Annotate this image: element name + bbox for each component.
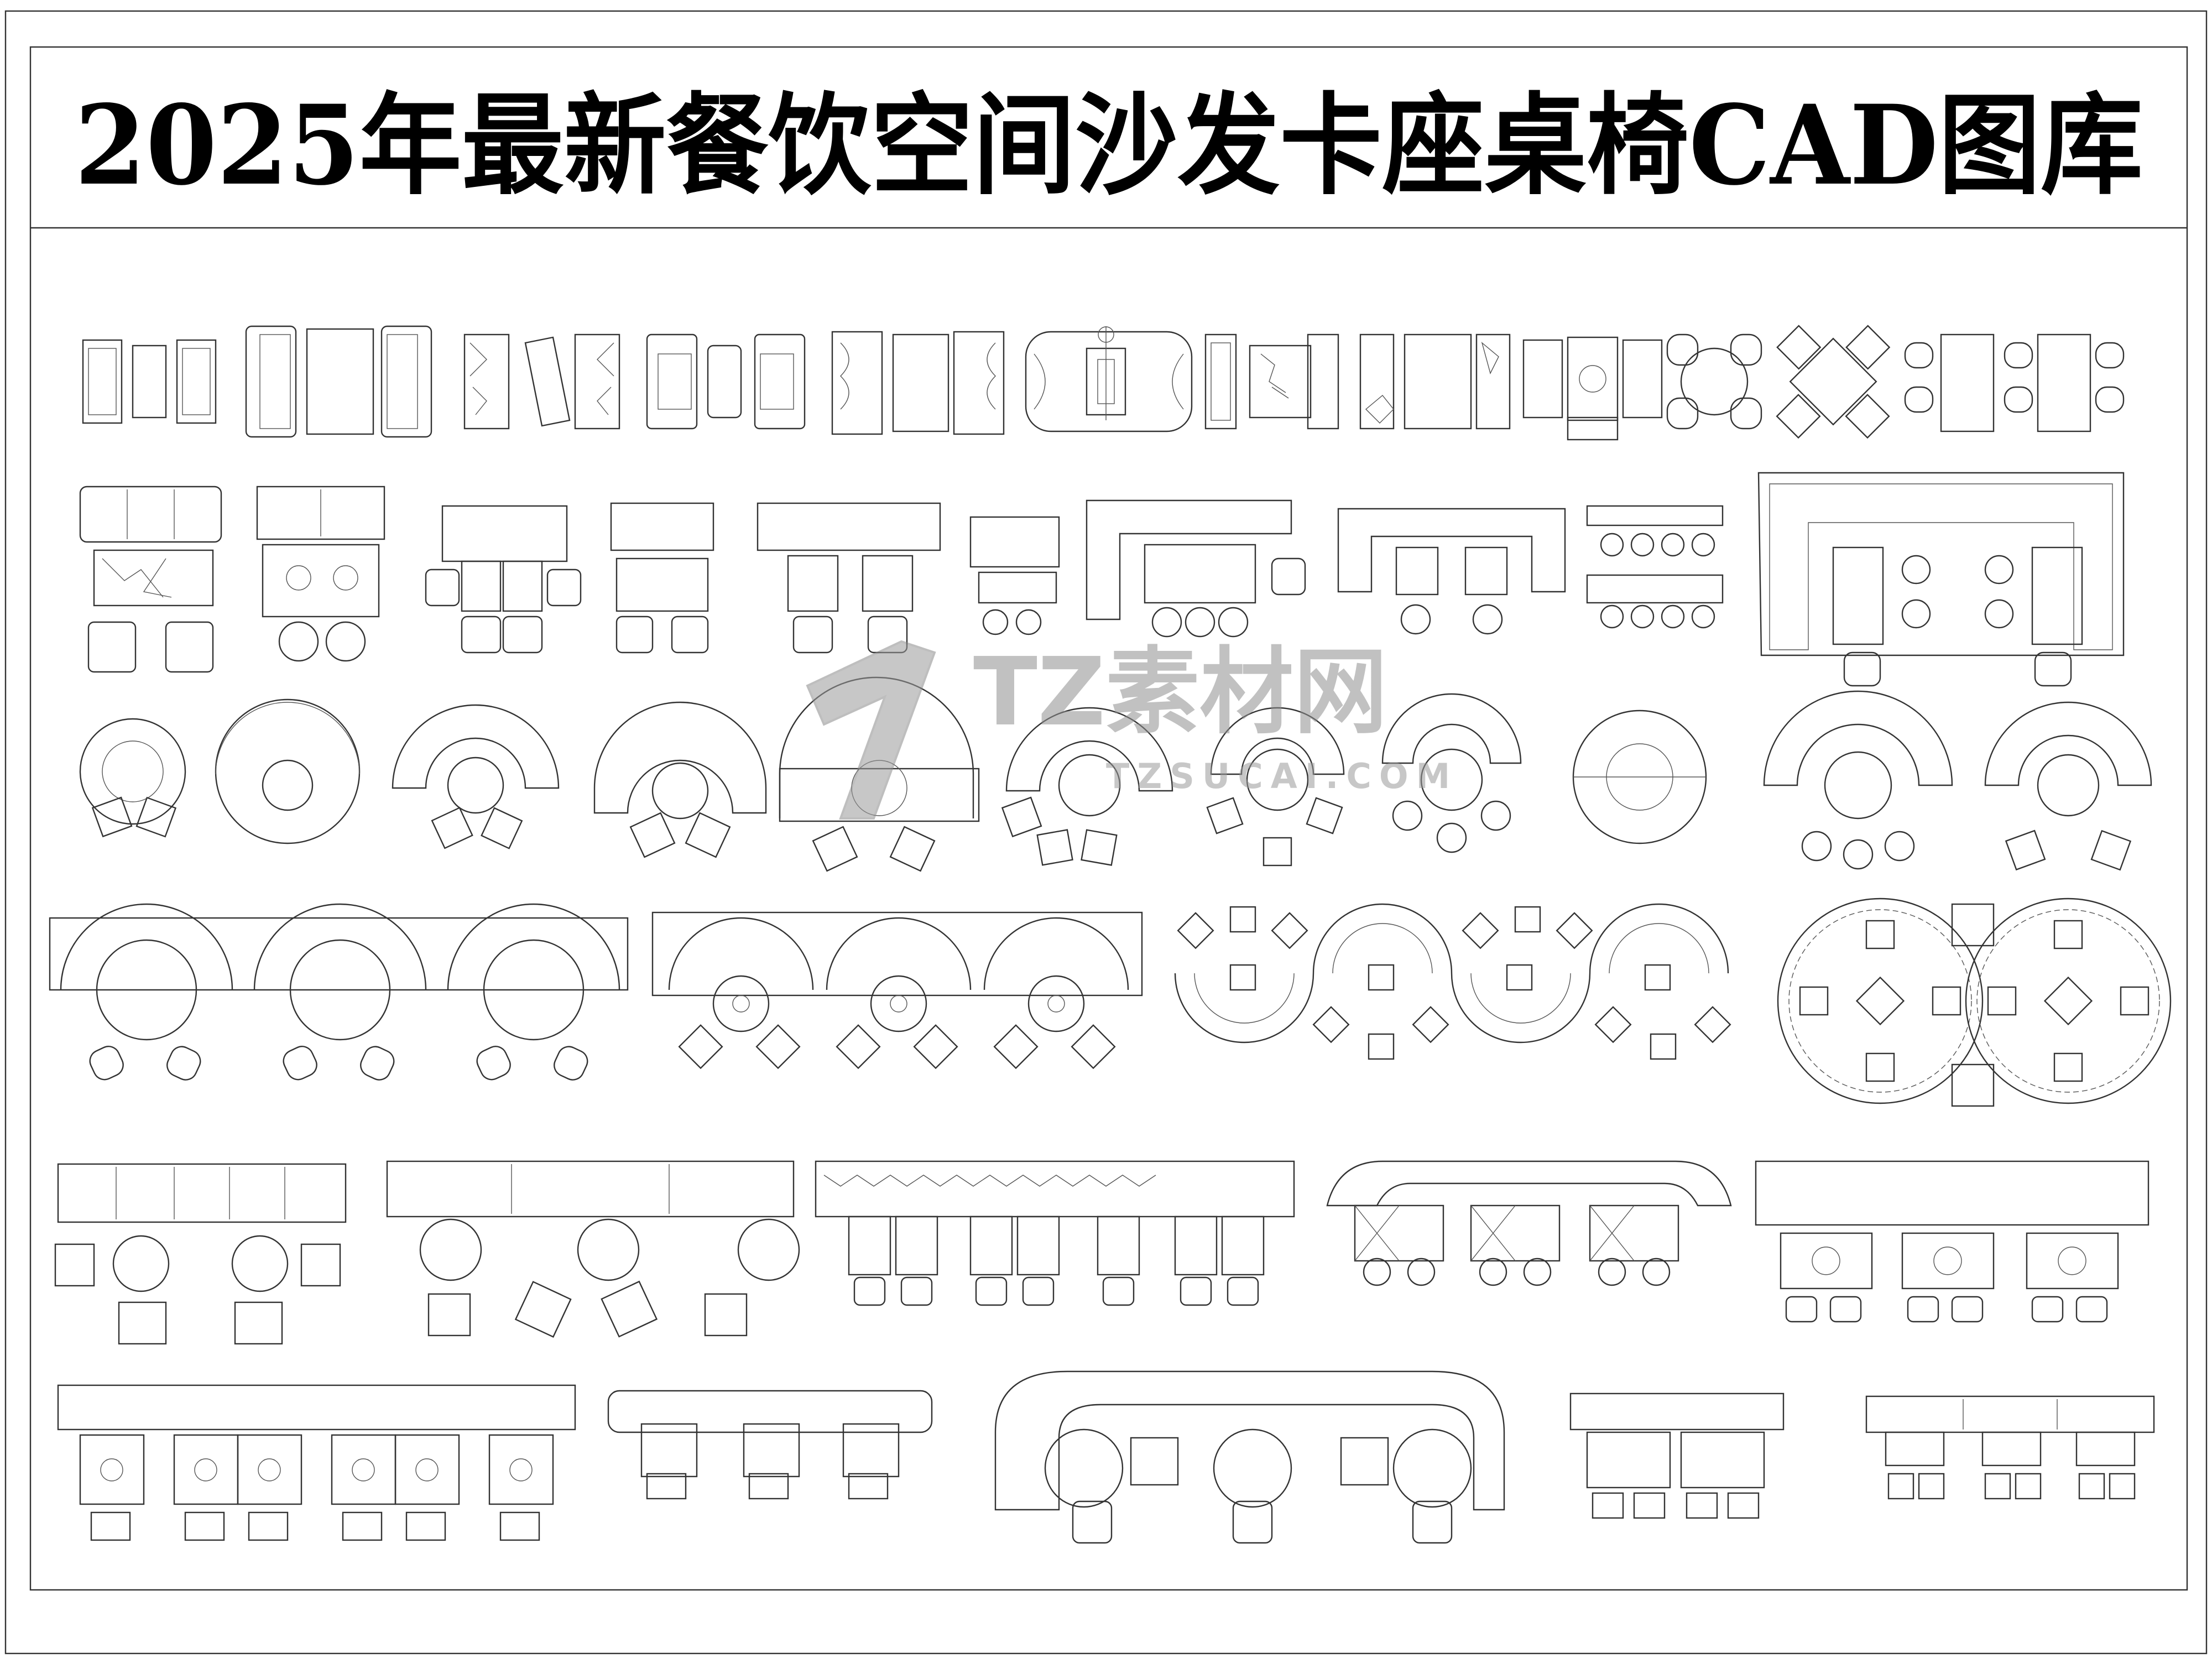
u-shape-bar: [1337, 508, 1566, 635]
bench-set-8: [1569, 1392, 1785, 1519]
row-6-bench-sets: [57, 1370, 2155, 1544]
round-booth-3: [392, 704, 560, 849]
round-booth-11: [1984, 701, 2152, 871]
row-1-sofa-sets: [82, 325, 2125, 441]
booth-set-5: [757, 502, 941, 654]
l-shape-bar: [1086, 499, 1306, 638]
sofa-set-3: [463, 333, 620, 430]
bench-set-6: [57, 1384, 576, 1541]
bar-with-stools-1: [969, 516, 1060, 635]
round-booth-4: [593, 701, 767, 858]
tables-with-chairs: [1904, 333, 2125, 432]
booth-set-1: [79, 486, 222, 673]
booth-set-3: [425, 505, 582, 654]
round-booth-1: [79, 718, 186, 838]
table-4-chairs-1: [1666, 333, 1762, 430]
bench-set-1: [54, 1163, 347, 1345]
bench-set-4: [1326, 1160, 1732, 1286]
bench-set-3: [815, 1160, 1295, 1306]
triple-fan-booth: [651, 911, 1143, 1070]
watermark-url: TZSUCAI.COM: [1106, 756, 1458, 796]
row-2-booth-sets: [79, 472, 2125, 687]
bench-set-7: [607, 1390, 933, 1500]
bench-set-9: [1865, 1395, 2155, 1500]
row-5-bench-sets: [54, 1160, 2150, 1345]
round-booth-10: [1763, 690, 1953, 870]
watermark-brand: TZ素材网: [973, 638, 1387, 747]
sheet-frame: [4, 10, 2208, 1655]
row-4-linked-booths: [49, 898, 2172, 1107]
sofa-set-8: [1359, 333, 1511, 430]
round-booth-9: [1572, 709, 1707, 844]
double-round-private-room: [1777, 898, 2172, 1107]
bench-set-2: [386, 1160, 800, 1338]
bar-counter-stools: [1586, 505, 1724, 629]
watermark: TZ素材网 TZSUCAI.COM: [806, 638, 1458, 820]
sofa-set-9: [1522, 336, 1663, 441]
serpentine-booth: [1174, 903, 1731, 1060]
booth-set-2: [256, 486, 385, 662]
triple-semicircle-booth: [49, 903, 629, 1081]
bench-set-5: [1755, 1160, 2150, 1323]
round-booth-7: [1206, 707, 1345, 867]
sofa-set-2: [245, 325, 432, 438]
sofa-set-5: [831, 331, 1005, 435]
sofa-set-7: [1204, 333, 1339, 430]
booth-set-4: [610, 502, 714, 654]
curved-bench-lounge: [994, 1370, 1505, 1544]
round-booth-2: [215, 698, 361, 844]
sofa-set-6: [1025, 326, 1193, 432]
sheet-title: 2025年最新餐饮空间沙发卡座桌椅CAD图库: [75, 81, 2143, 210]
table-4-chairs-2: [1776, 325, 1891, 439]
sofa-set-1: [82, 339, 217, 424]
sofa-set-4: [646, 333, 806, 430]
watermark-logo-icon: [806, 640, 936, 820]
large-u-booth: [1757, 472, 2125, 687]
round-booth-6: [1001, 707, 1173, 866]
round-booth-8: [1381, 693, 1522, 853]
